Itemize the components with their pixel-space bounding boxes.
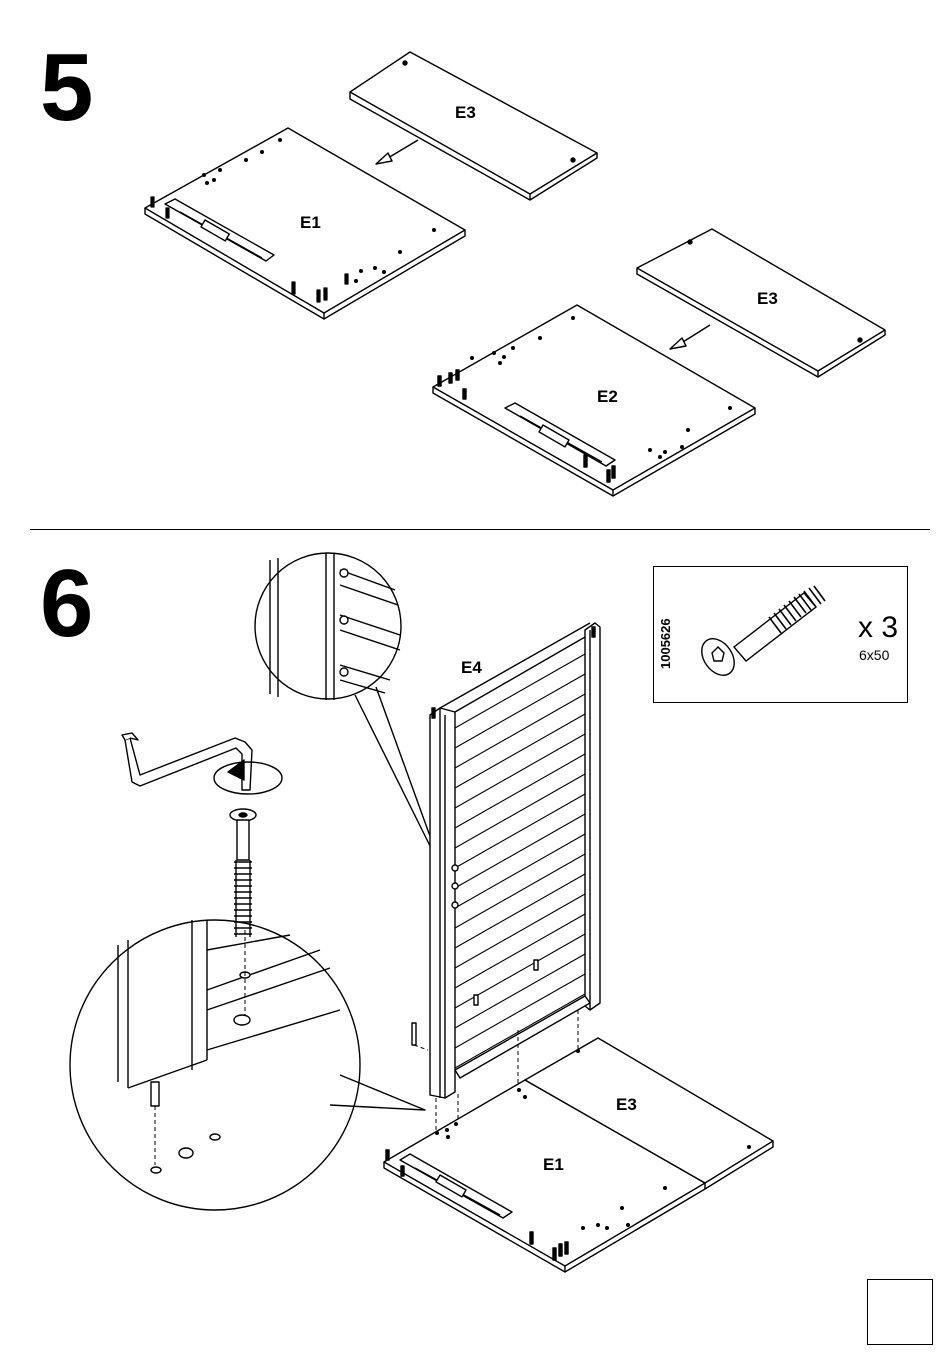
- arrow-e3-to-e1: [376, 140, 418, 164]
- panel-e3-top: [350, 52, 597, 200]
- label-e1-step6: E1: [543, 1155, 564, 1174]
- bolt-6x50: [230, 809, 256, 937]
- bolt-icon: [694, 575, 854, 685]
- hardware-quantity: x 3: [858, 611, 898, 645]
- label-e1-step5: E1: [300, 213, 321, 232]
- detail-magnifier-bottom: [70, 920, 425, 1210]
- label-e3-step6: E3: [616, 1095, 637, 1114]
- page-number-box: [867, 1279, 933, 1345]
- hardware-callout: 1005626 x 3 6x50: [653, 566, 908, 703]
- label-e4: E4: [461, 658, 482, 677]
- arrow-e3-to-e2: [670, 325, 710, 349]
- panel-e2: [433, 305, 755, 496]
- label-e3-right: E3: [757, 289, 778, 308]
- label-e3-top: E3: [455, 103, 476, 122]
- hardware-size: 6x50: [859, 647, 889, 663]
- label-e2: E2: [597, 387, 618, 406]
- hardware-code: 1005626: [658, 618, 673, 669]
- allen-key: [122, 733, 282, 794]
- detail-magnifier-top: [255, 553, 443, 872]
